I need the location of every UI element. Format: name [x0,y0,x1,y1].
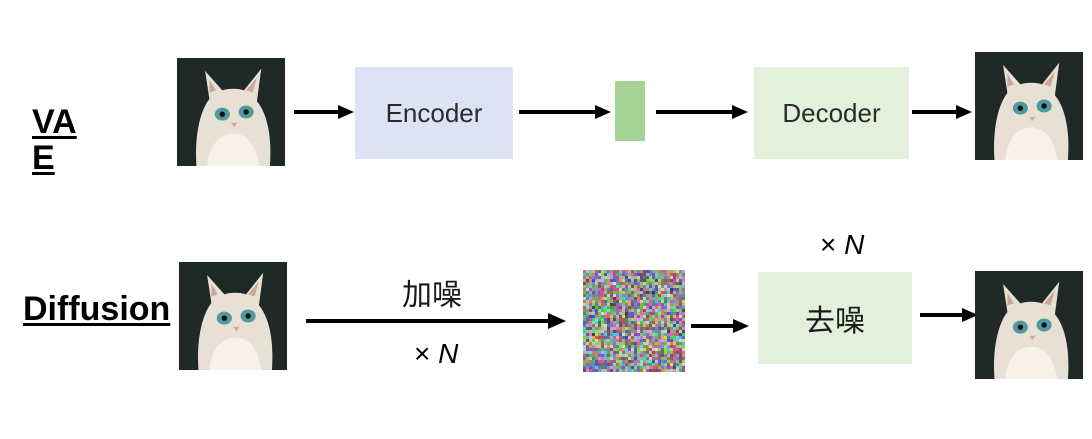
vae-input-cat-image [177,58,285,166]
add-noise-label: 加噪 [402,278,462,313]
encoder-box: Encoder [355,67,513,159]
cat-image-icon [975,271,1083,379]
arrow-to-denoise [691,316,749,336]
latent-block [615,81,645,141]
arrow-to-output [912,102,972,122]
add-noise-times-text: × N [414,338,459,369]
diffusion-row-label: Diffusion [23,290,171,328]
denoise-times-text: × N [820,229,865,260]
arrow-to-decoder [656,102,748,122]
vae-output-cat-image [975,52,1083,160]
variable-n: N [438,338,459,369]
noise-image-icon [583,270,685,372]
arrow-to-diffusion-output [920,305,978,325]
arrow-right-icon [656,105,748,119]
arrow-right-icon [519,105,611,119]
denoise-label: 去噪 [805,304,865,339]
arrow-right-icon [306,313,566,329]
diffusion-input-cat-image [179,262,287,370]
vae-row-label: VAE [32,103,77,177]
decoder-box: Decoder [754,67,909,159]
arrow-right-icon [920,308,978,322]
arrow-right-icon [691,319,749,333]
arrow-right-icon [912,105,972,119]
variable-n: N [844,229,865,260]
cat-image-icon [177,58,285,166]
arrow-to-encoder [294,102,354,122]
denoise-box: 去噪 [758,272,912,364]
arrow-right-icon [294,105,354,119]
cat-image-icon [179,262,287,370]
diffusion-output-cat-image [975,271,1083,379]
arrow-add-noise [306,311,566,331]
arrow-to-latent [519,102,611,122]
noise-image [583,270,685,372]
cat-image-icon [975,52,1083,160]
encoder-label: Encoder [385,97,483,128]
decoder-label: Decoder [782,97,881,128]
denoise-times-label: × N [820,229,864,261]
add-noise-times-label: × N [414,338,458,370]
